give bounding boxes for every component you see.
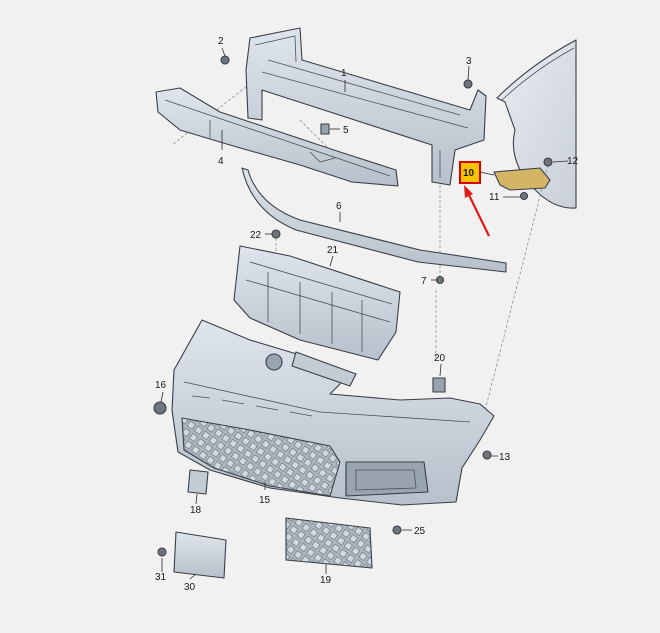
part-4-impact-absorber (155, 87, 399, 187)
callout-1: 1 (341, 68, 347, 79)
callout-15: 15 (259, 495, 271, 506)
highlight-arrow-icon (464, 185, 490, 237)
part-18-cover-cap (187, 469, 209, 495)
callout-25: 25 (414, 526, 426, 537)
part-19-fog-grille (285, 517, 373, 569)
part-30-plate-bracket (173, 531, 227, 579)
fasteners (153, 55, 553, 557)
callout-6: 6 (336, 201, 342, 212)
callout-10: 10 (463, 168, 475, 179)
callout-20: 20 (434, 353, 446, 364)
callout-22: 22 (250, 230, 262, 241)
callout-21: 21 (327, 245, 339, 256)
callout-labels: 1 2 3 4 5 6 7 10 11 12 13 15 16 18 19 20… (155, 36, 579, 593)
part-6-trim-strip (241, 167, 507, 273)
callout-11: 11 (489, 192, 500, 203)
callout-19: 19 (320, 575, 332, 586)
callout-30: 30 (184, 582, 196, 593)
callout-13: 13 (499, 452, 511, 463)
callout-5: 5 (343, 125, 349, 136)
callout-31: 31 (155, 572, 167, 583)
callout-2: 2 (218, 36, 224, 47)
part-21-grille-carrier (233, 245, 401, 361)
leader-lines (160, 47, 569, 580)
part-10-bracket (493, 167, 551, 191)
part-1-crossmember (245, 27, 487, 186)
callout-16: 16 (155, 380, 167, 391)
callout-7: 7 (421, 276, 427, 287)
callout-4: 4 (218, 156, 224, 167)
callout-3: 3 (466, 56, 472, 67)
callout-18: 18 (190, 505, 202, 516)
part-10-highlight-box (459, 161, 481, 184)
fender-panel (496, 39, 577, 209)
bumper-cover (171, 319, 495, 506)
callout-12: 12 (567, 156, 579, 167)
